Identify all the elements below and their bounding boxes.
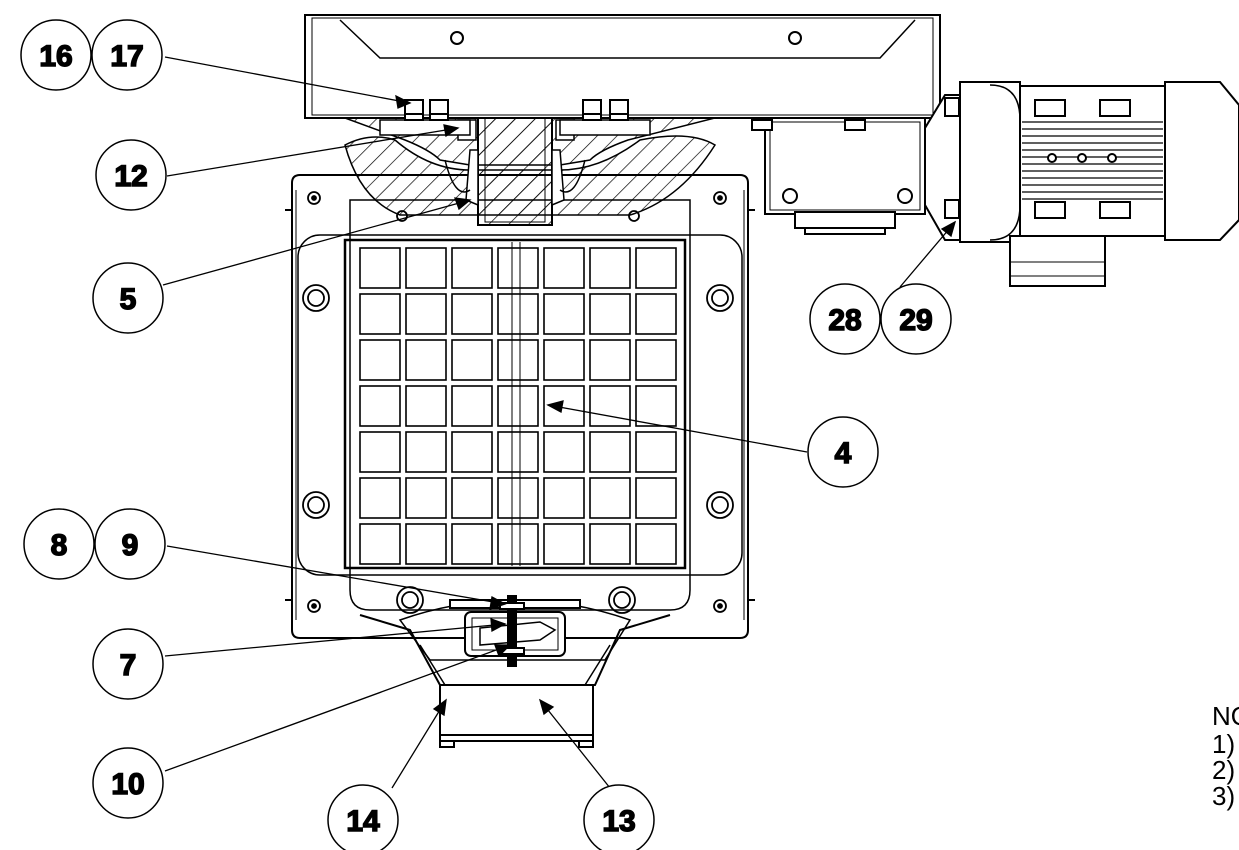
balloon-7: 7 xyxy=(92,628,164,700)
balloon-8-label: 8 xyxy=(51,529,68,562)
grid-cell xyxy=(451,247,493,289)
grid-cell xyxy=(543,431,585,473)
grid-cell xyxy=(497,339,539,381)
balloon-28: 28 xyxy=(809,283,881,355)
grid-cell xyxy=(451,523,493,565)
balloon-17: 17 xyxy=(91,19,163,91)
rotor-grid xyxy=(343,238,687,570)
grid-cell xyxy=(589,431,631,473)
balloon-4: 4 xyxy=(807,416,879,488)
grid-cell xyxy=(359,431,401,473)
bolt-holes xyxy=(302,191,734,614)
motor xyxy=(959,81,1239,287)
balloon-16: 16 xyxy=(20,19,92,91)
grid-cell xyxy=(405,385,447,427)
note-line-1: 1) xyxy=(1212,729,1235,759)
grid-cell xyxy=(543,477,585,519)
grid-cell xyxy=(589,293,631,335)
note-line-3: 3) xyxy=(1212,781,1235,811)
grid-cell xyxy=(451,293,493,335)
balloon-5: 5 xyxy=(92,262,164,334)
balloons: 16 17 12 5 4 28 29 8 xyxy=(20,19,952,850)
grid-cell xyxy=(635,385,677,427)
balloon-8: 8 xyxy=(23,508,95,580)
balloon-12: 12 xyxy=(95,139,167,211)
grid-cell xyxy=(451,431,493,473)
grid-cell xyxy=(635,339,677,381)
valve-body xyxy=(285,174,755,639)
balloon-7-label: 7 xyxy=(120,649,137,682)
grid-cell xyxy=(497,385,539,427)
balloon-4-label: 4 xyxy=(835,437,852,470)
grid-cell xyxy=(451,385,493,427)
grid-cell xyxy=(497,477,539,519)
grid-cell xyxy=(635,523,677,565)
balloon-5-label: 5 xyxy=(120,283,137,316)
grid-cell xyxy=(359,293,401,335)
grid-cell xyxy=(359,247,401,289)
balloon-13-label: 13 xyxy=(602,805,635,838)
balloon-29: 29 xyxy=(880,283,952,355)
grid-cell xyxy=(359,385,401,427)
grid-cell xyxy=(589,247,631,289)
grid-cell xyxy=(405,247,447,289)
grid-cell xyxy=(497,247,539,289)
balloon-13: 13 xyxy=(583,784,655,850)
grid-cell xyxy=(359,339,401,381)
top-cover xyxy=(304,14,941,121)
notes-block: NO 1) 2) 3) xyxy=(1212,701,1239,811)
grid-cell xyxy=(405,523,447,565)
grid-cell xyxy=(543,293,585,335)
grid-cell xyxy=(405,431,447,473)
grid-cell xyxy=(635,247,677,289)
grid-cell xyxy=(543,523,585,565)
grid-cell xyxy=(543,385,585,427)
notes-heading: NO xyxy=(1212,701,1239,731)
balloon-17-label: 17 xyxy=(110,40,143,73)
bottom-section xyxy=(359,595,671,748)
leader-lines xyxy=(162,56,957,789)
balloon-28-label: 28 xyxy=(828,304,861,337)
grid-cell xyxy=(589,385,631,427)
note-line-2: 2) xyxy=(1212,755,1235,785)
gearbox xyxy=(751,94,961,241)
balloon-16-label: 16 xyxy=(39,40,72,73)
balloon-14: 14 xyxy=(327,784,399,850)
grid-cell xyxy=(497,523,539,565)
balloon-9: 9 xyxy=(94,508,166,580)
grid-cell xyxy=(589,477,631,519)
grid-cell xyxy=(359,477,401,519)
balloon-9-label: 9 xyxy=(122,529,139,562)
grid-cell xyxy=(497,293,539,335)
grid-cell xyxy=(405,477,447,519)
grid-cell xyxy=(405,293,447,335)
grid-cell xyxy=(497,431,539,473)
grid-cell xyxy=(359,523,401,565)
balloon-14-label: 14 xyxy=(346,805,380,838)
balloon-12-label: 12 xyxy=(114,160,147,193)
balloon-29-label: 29 xyxy=(899,304,932,337)
grid-cell xyxy=(589,339,631,381)
balloon-10: 10 xyxy=(92,747,164,819)
grid-cell xyxy=(451,339,493,381)
grid-cell xyxy=(405,339,447,381)
grid-cell xyxy=(543,339,585,381)
balloon-10-label: 10 xyxy=(111,768,144,801)
grid-cell xyxy=(451,477,493,519)
grid-cell xyxy=(635,293,677,335)
grid-cell xyxy=(635,431,677,473)
grid-cell xyxy=(543,247,585,289)
grid-cell xyxy=(635,477,677,519)
grid-cell xyxy=(589,523,631,565)
